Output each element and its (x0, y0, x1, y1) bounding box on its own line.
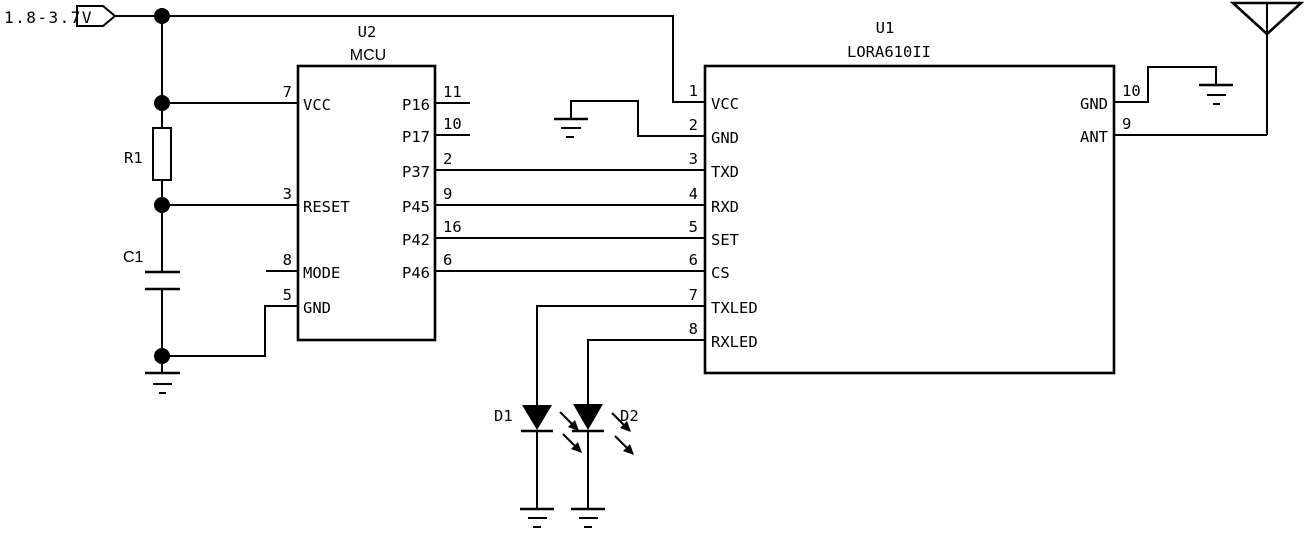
u2-pin-number: 3 (283, 185, 292, 203)
u2-pin-name: MODE (303, 264, 340, 282)
u2-pin-name: GND (303, 299, 331, 317)
u2-pin-number: 11 (443, 83, 462, 101)
u2-pin-number: 7 (283, 83, 292, 101)
capacitor-c1-symbol (145, 270, 180, 291)
ground-symbol (520, 507, 554, 528)
u1-pin-name: SET (711, 231, 739, 249)
u2-pin-name: RESET (303, 198, 350, 216)
antenna-symbol (1229, 1, 1305, 135)
u1-pin-name: TXD (711, 163, 739, 181)
u1-pin-number: 1 (689, 82, 698, 100)
u1-pin-name: CS (711, 264, 730, 282)
u1-pin-name: RXD (711, 198, 739, 216)
wire-u1-gnd2 (570, 100, 705, 137)
u1-pin-number: 4 (689, 185, 698, 203)
led-symbol (572, 404, 604, 433)
light-emission-arrows (611, 412, 634, 455)
u1-pin-number: 9 (1122, 115, 1131, 133)
u2-pin-number: 8 (283, 251, 292, 269)
u1-lora-block (703, 64, 1116, 375)
wire-txled-d1 (536, 305, 705, 405)
u1-pin-name: VCC (711, 95, 739, 113)
u1-pin-number: 5 (689, 218, 698, 236)
u2-ref-label: U2 (358, 23, 377, 41)
u1-pin-number: 7 (689, 286, 698, 304)
power-voltage-label: 1.8-3.7V (4, 8, 93, 27)
wire-vcc-rail (115, 15, 705, 103)
power-flag-symbol (76, 5, 117, 27)
ground-symbol (1199, 83, 1233, 105)
u1-pin-number: 10 (1122, 82, 1141, 100)
u1-pin-name: GND (1080, 95, 1108, 113)
junction-dot (154, 95, 170, 111)
u2-pin-name: P42 (402, 231, 430, 249)
u2-pin-name: P45 (402, 198, 430, 216)
u2-pin-number: 10 (443, 115, 462, 133)
capacitor-c1-label: C1 (123, 249, 144, 266)
u2-pin-number: 16 (443, 218, 462, 236)
u1-pin-number: 6 (689, 251, 698, 269)
junction-dot (154, 197, 170, 213)
ground-symbol (145, 371, 180, 394)
wire-mcu-gnd (162, 305, 298, 357)
u1-pin-name: RXLED (711, 333, 758, 351)
u2-pin-number: 6 (443, 251, 452, 269)
u2-pin-name: VCC (303, 96, 331, 114)
u1-ref-label: U1 (876, 19, 895, 37)
u1-pin-name: GND (711, 129, 739, 147)
u1-pin-name: TXLED (711, 299, 758, 317)
u2-pin-name: P37 (402, 163, 430, 181)
light-emission-arrows (559, 411, 582, 453)
u2-pin-name: P46 (402, 264, 430, 282)
led-d1-label: D1 (494, 407, 513, 425)
u2-pin-name: P16 (402, 96, 430, 114)
resistor-r1-label: R1 (124, 149, 143, 167)
resistor-r1-symbol (152, 127, 172, 181)
u2-pin-number: 5 (283, 286, 292, 304)
wire-u1-gnd10 (1114, 66, 1217, 103)
u2-mcu-block (296, 64, 437, 342)
junction-dot (154, 348, 170, 364)
u2-name-label: MCU (350, 47, 386, 64)
u2-pin-number: 9 (443, 185, 452, 203)
ground-symbol (571, 507, 605, 528)
u2-pin-name: P17 (402, 128, 430, 146)
u1-pin-number: 3 (689, 150, 698, 168)
led-symbol (521, 405, 553, 433)
u1-pin-name: ANT (1080, 128, 1108, 146)
u1-pin-number: 8 (689, 320, 698, 338)
u1-pin-number: 2 (689, 116, 698, 134)
junction-dot (154, 8, 170, 24)
u2-pin-number: 2 (443, 150, 452, 168)
ground-symbol (554, 117, 588, 138)
led-d2-label: D2 (620, 407, 639, 425)
u1-name-label: LORA610II (847, 43, 931, 61)
wire-rxled-d2 (587, 339, 705, 404)
